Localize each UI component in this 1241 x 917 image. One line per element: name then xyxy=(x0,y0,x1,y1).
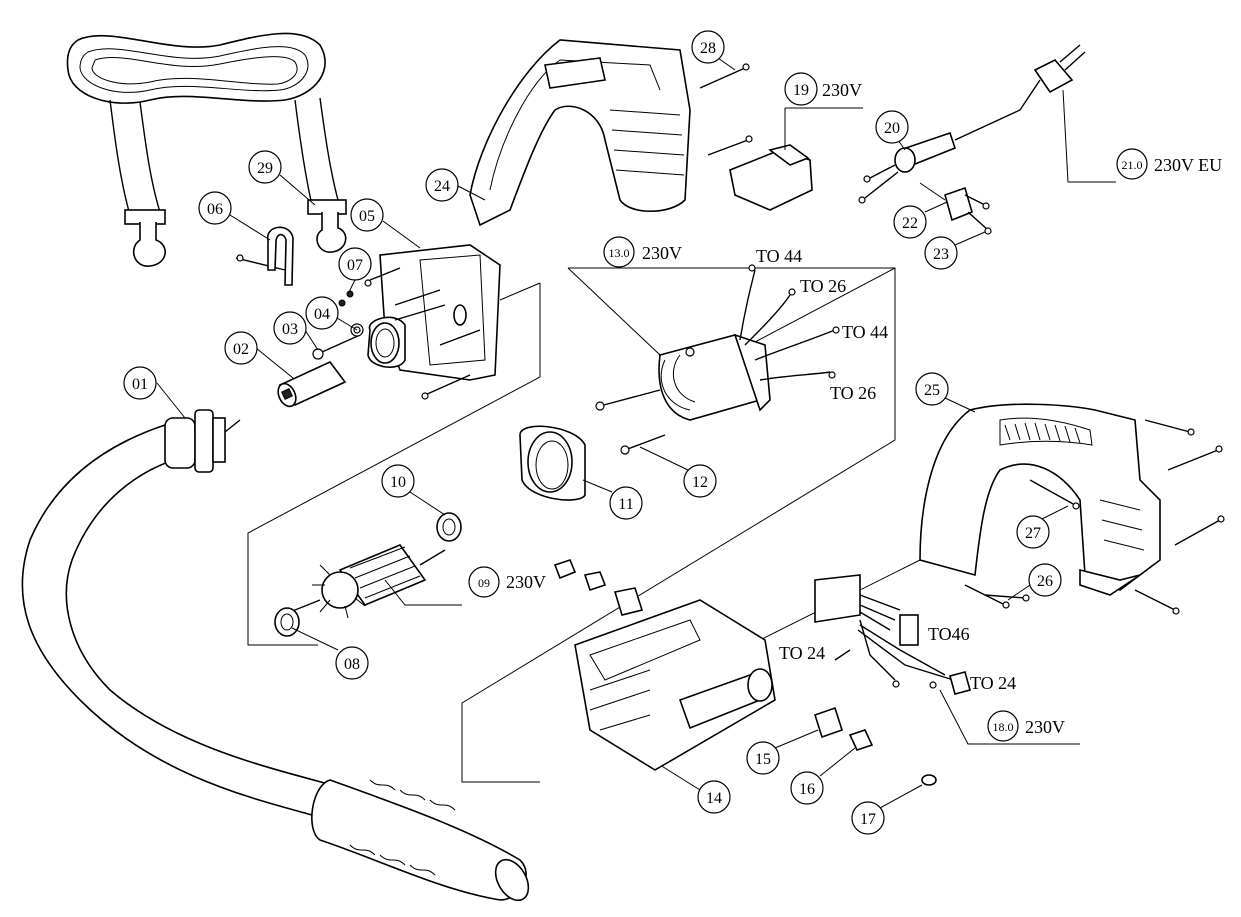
callout-14: 14 xyxy=(697,780,731,814)
wire-label-to-24-left: TO 24 xyxy=(779,643,825,663)
svg-text:15: 15 xyxy=(755,751,771,768)
callout-03: 03 xyxy=(273,311,307,345)
cord-clamp xyxy=(919,182,992,235)
callout-28: 28 xyxy=(691,30,725,64)
svg-text:28: 28 xyxy=(700,40,716,57)
coupling-sleeve xyxy=(277,361,347,408)
clevis-pin xyxy=(235,226,354,307)
callout-27: 27 xyxy=(1016,515,1050,549)
callout-02: 02 xyxy=(224,331,258,365)
callout-23: 23 xyxy=(924,236,958,270)
svg-text:17: 17 xyxy=(860,811,876,828)
svg-text:05: 05 xyxy=(359,208,375,225)
callout-18-0: 18.0 230V xyxy=(987,710,1065,742)
callout-09: 09 230V xyxy=(468,566,546,598)
stator xyxy=(595,264,840,455)
svg-text:230V: 230V xyxy=(642,243,682,263)
callout-20: 20 xyxy=(875,110,909,144)
svg-text:26: 26 xyxy=(1037,573,1053,590)
screws-28 xyxy=(699,63,753,156)
svg-text:09: 09 xyxy=(478,576,490,590)
svg-text:24: 24 xyxy=(434,178,450,195)
svg-text:08: 08 xyxy=(344,656,360,673)
svg-text:23: 23 xyxy=(933,246,949,263)
svg-text:19: 19 xyxy=(793,82,809,99)
svg-text:25: 25 xyxy=(924,382,940,399)
callout-01: 01 xyxy=(123,366,157,400)
electronic-module xyxy=(814,574,1080,745)
callout-06: 06 xyxy=(198,191,232,225)
svg-text:13.0: 13.0 xyxy=(609,246,630,260)
callout-04: 04 xyxy=(305,296,339,330)
callout-19: 19 230V xyxy=(784,72,862,106)
handle-half-left xyxy=(469,39,691,227)
wire-label-to-26-top: TO 26 xyxy=(800,276,846,296)
switch xyxy=(729,107,863,211)
callout-12: 12 xyxy=(683,464,717,498)
svg-text:230V: 230V xyxy=(1025,717,1065,737)
svg-text:20: 20 xyxy=(884,120,900,137)
screws-03-04 xyxy=(312,323,364,360)
callout-10: 10 xyxy=(381,464,415,498)
callout-24: 24 xyxy=(425,168,459,202)
wire-label-to-44-mid: TO 44 xyxy=(842,322,888,342)
callout-05: 05 xyxy=(350,198,384,232)
svg-text:06: 06 xyxy=(207,201,223,218)
part-callouts: 01 02 03 04 05 06 xyxy=(123,30,1222,835)
svg-text:02: 02 xyxy=(233,341,249,358)
callout-25: 25 xyxy=(915,372,949,406)
svg-text:18.0: 18.0 xyxy=(993,720,1014,734)
svg-text:29: 29 xyxy=(257,160,273,177)
screws-26-27 xyxy=(964,419,1225,615)
svg-text:16: 16 xyxy=(799,781,815,798)
svg-text:03: 03 xyxy=(282,321,298,338)
callout-29: 29 xyxy=(248,150,282,184)
wire-label-to-24-right: TO 24 xyxy=(970,673,1016,693)
callout-11: 11 xyxy=(609,486,643,520)
wire-label-to-26-mid: TO 26 xyxy=(830,383,876,403)
wire-label-to-44-top: TO 44 xyxy=(756,246,802,266)
handle-half-right xyxy=(919,403,1161,596)
shoulder-strap xyxy=(66,32,347,267)
brush-ring xyxy=(519,425,586,501)
svg-text:21.0: 21.0 xyxy=(1122,158,1143,172)
svg-text:22: 22 xyxy=(902,215,918,232)
svg-text:14: 14 xyxy=(706,790,722,807)
callout-08: 08 xyxy=(335,646,369,680)
assembly-outline xyxy=(247,267,921,791)
callout-16: 16 xyxy=(790,771,824,805)
callout-07: 07 xyxy=(338,247,372,281)
brush-holders xyxy=(814,706,937,786)
motor-housing xyxy=(553,559,776,771)
callout-26: 26 xyxy=(1028,563,1062,597)
callout-21-0: 21.0 230V EU xyxy=(1116,148,1222,180)
flexible-shaft xyxy=(21,409,530,902)
svg-text:230V: 230V xyxy=(822,80,862,100)
gear-housing-flange xyxy=(364,244,501,400)
callout-15: 15 xyxy=(746,741,780,775)
svg-text:10: 10 xyxy=(390,474,406,491)
svg-text:04: 04 xyxy=(314,306,330,323)
svg-text:07: 07 xyxy=(347,257,363,274)
callout-22: 22 xyxy=(893,205,927,239)
power-cord xyxy=(858,44,1116,204)
svg-text:230V: 230V xyxy=(506,572,546,592)
armature xyxy=(274,512,462,637)
svg-text:12: 12 xyxy=(692,474,708,491)
svg-text:230V EU: 230V EU xyxy=(1154,155,1222,175)
svg-text:11: 11 xyxy=(618,496,633,513)
wire-labels: TO 44 TO 26 TO 44 TO 26 TO46 TO 24 TO 24 xyxy=(756,246,1016,693)
svg-text:27: 27 xyxy=(1025,525,1041,542)
callout-13-0: 13.0 230V xyxy=(603,236,682,268)
callout-17: 17 xyxy=(851,801,885,835)
svg-text:01: 01 xyxy=(132,376,148,393)
wire-label-to46: TO46 xyxy=(928,624,970,644)
